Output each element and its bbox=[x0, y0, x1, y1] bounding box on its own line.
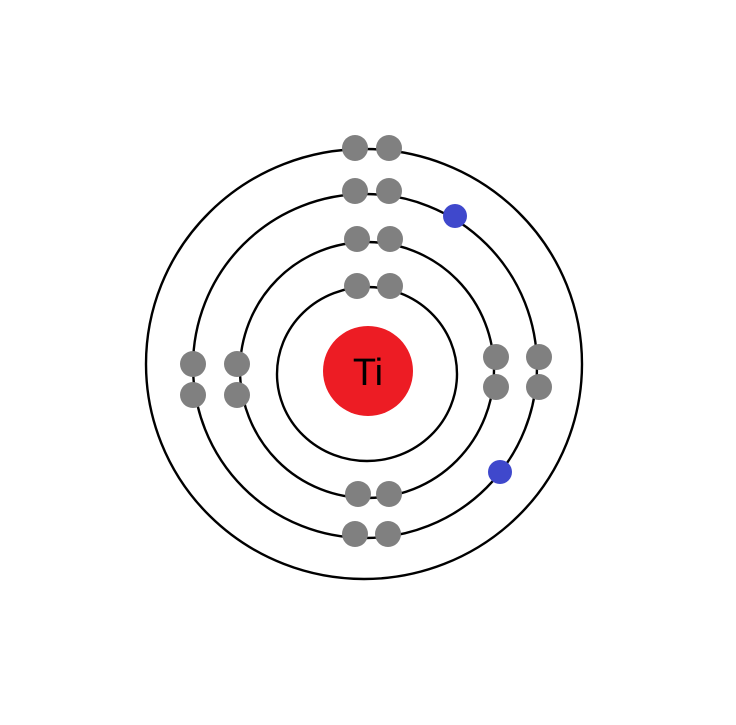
electron bbox=[526, 344, 552, 370]
shell-3-electrons bbox=[180, 178, 552, 547]
shell-2-electrons bbox=[224, 226, 509, 507]
electron bbox=[344, 273, 370, 299]
electron bbox=[342, 521, 368, 547]
electron bbox=[224, 382, 250, 408]
electron bbox=[376, 135, 402, 161]
electron bbox=[342, 135, 368, 161]
electron bbox=[376, 178, 402, 204]
shell-1-electrons bbox=[344, 273, 403, 299]
electron bbox=[483, 344, 509, 370]
electron bbox=[342, 178, 368, 204]
electron bbox=[345, 481, 371, 507]
electron bbox=[526, 374, 552, 400]
electron bbox=[375, 521, 401, 547]
element-symbol: Ti bbox=[353, 352, 383, 394]
electron bbox=[483, 374, 509, 400]
electron bbox=[344, 226, 370, 252]
electron bbox=[377, 273, 403, 299]
electron bbox=[180, 351, 206, 377]
shell-4-electrons bbox=[342, 135, 402, 161]
electron bbox=[376, 481, 402, 507]
nucleus bbox=[323, 326, 413, 416]
electron bbox=[377, 226, 403, 252]
electron-valence-orbit-3 bbox=[488, 460, 512, 484]
electron-valence-orbit-3 bbox=[443, 204, 467, 228]
electron bbox=[180, 382, 206, 408]
electron bbox=[224, 351, 250, 377]
